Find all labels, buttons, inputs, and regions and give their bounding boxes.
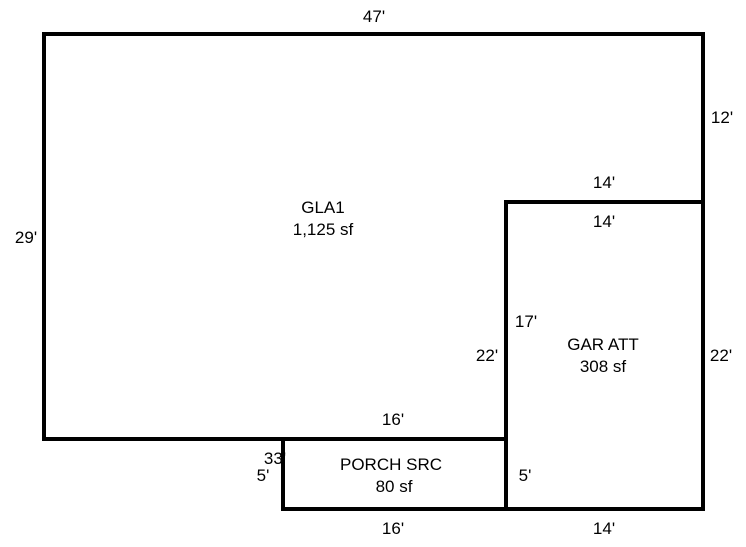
dim-porch-right: 5' [519,466,532,485]
dim-garage-left-inner: 17' [515,312,537,331]
dim-porch-bottom: 16' [382,519,404,538]
gla1-name: GLA1 [301,198,344,217]
dim-garage-bottom: 14' [593,519,615,538]
dim-garage-right: 22' [710,346,732,365]
gla1-area: 1,125 sf [293,220,354,239]
dim-top: 47' [363,7,385,26]
dim-porch-top: 16' [382,410,404,429]
garage-name: GAR ATT [567,335,638,354]
garage-outline [504,200,705,511]
porch-outline [281,437,508,511]
dim-right-upper: 12' [711,108,733,127]
porch-area: 80 sf [376,477,413,496]
dim-porch-left: 5' [257,466,270,485]
garage-area: 308 sf [580,357,627,376]
dim-garage-top-outer: 14' [593,173,615,192]
dim-garage-top-inner: 14' [593,212,615,231]
gla1-outline [42,32,705,441]
dim-porch-left-offset: 33' [264,449,286,468]
dim-left: 29' [15,228,37,247]
porch-name: PORCH SRC [340,455,442,474]
dim-garage-left-outer: 22' [476,346,498,365]
